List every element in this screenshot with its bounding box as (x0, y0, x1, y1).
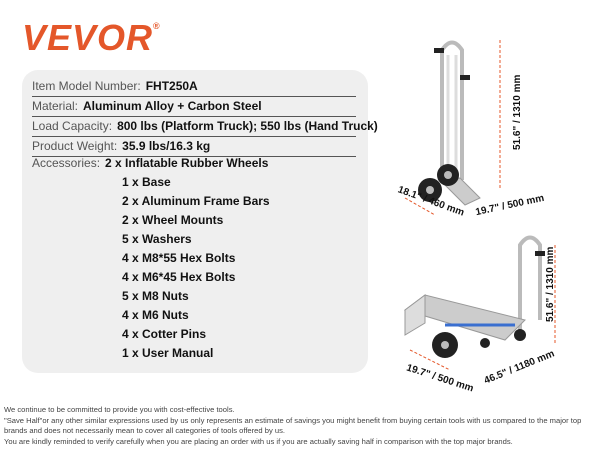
accessory-item: 5 x Washers (122, 232, 192, 246)
accessory-item: 4 x Cotter Pins (122, 327, 207, 341)
spec-label: Load Capacity: (32, 119, 113, 133)
spec-value: Aluminum Alloy + Carbon Steel (83, 99, 262, 113)
spec-row-accessories: Accessories: 2 x Inflatable Rubber Wheels (32, 154, 356, 173)
hand-truck-height-label: 51.6" / 1310 mm (512, 74, 523, 150)
vevor-logo: VEVOR® (22, 17, 161, 59)
disclaimer-line: We continue to be committed to provide y… (4, 405, 235, 414)
accessory-item: 5 x M8 Nuts (122, 289, 189, 303)
registered-mark: ® (153, 21, 161, 31)
hand-truck-image (404, 40, 501, 216)
spec-label: Accessories: (32, 156, 101, 170)
disclaimer-line: "Save Half"or any other similar expressi… (4, 415, 582, 436)
accessory-item: 4 x M6 Nuts (122, 308, 189, 322)
spec-row-model: Item Model Number: FHT250A (32, 77, 356, 97)
logo-text: VEVOR (22, 17, 154, 58)
platform-truck-image (403, 235, 556, 371)
disclaimer-line: You are kindly reminded to verify carefu… (4, 436, 513, 446)
spec-label: Item Model Number: (32, 79, 141, 93)
accessory-item: 1 x Base (122, 175, 171, 189)
spec-label: Material: (32, 99, 79, 113)
accessory-item: 4 x M6*45 Hex Bolts (122, 270, 236, 284)
spec-panel: Item Model Number: FHT250A Material: Alumi… (22, 70, 378, 373)
disclaimer: We continue to be committed to provide y… (4, 405, 600, 447)
accessory-item: 2 x Aluminum Frame Bars (122, 194, 270, 208)
spec-row-load: Load Capacity: 800 lbs (Platform Truck); … (32, 117, 378, 137)
spec-value: 2 x Inflatable Rubber Wheels (105, 156, 269, 170)
spec-row-material: Material: Aluminum Alloy + Carbon Steel (32, 97, 356, 117)
spec-value: 800 lbs (Platform Truck); 550 lbs (Hand … (117, 119, 378, 133)
spec-label: Product Weight: (32, 139, 118, 153)
platform-height-label: 51.6" / 1310 mm (545, 246, 556, 322)
accessory-item: 2 x Wheel Mounts (122, 213, 224, 227)
accessory-item: 4 x M8*55 Hex Bolts (122, 251, 236, 265)
spec-value: FHT250A (145, 79, 198, 93)
accessory-item: 1 x User Manual (122, 346, 214, 360)
spec-row-weight: Product Weight: 35.9 lbs/16.3 kg (32, 137, 356, 157)
spec-value: 35.9 lbs/16.3 kg (122, 139, 211, 153)
